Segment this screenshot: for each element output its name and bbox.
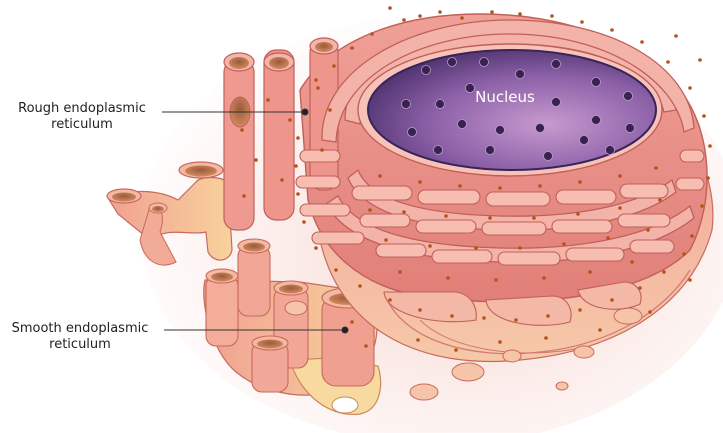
smooth-er-leader-dot — [341, 326, 349, 334]
nucleus-label: Nucleus — [475, 88, 535, 106]
smooth-er-label: Smooth endoplasmic reticulum — [0, 321, 160, 353]
smooth-er-label-line2: reticulum — [49, 337, 111, 352]
ribosomes — [240, 6, 712, 352]
nucleus — [357, 43, 663, 177]
smooth-er-label-line1: Smooth endoplasmic — [11, 321, 149, 336]
rough-er-leader-dot — [301, 108, 309, 116]
callout-lines — [162, 108, 349, 334]
smooth-er — [106, 161, 382, 416]
nuclear-pores — [401, 57, 635, 161]
rough-er-label: Rough endoplasmic reticulum — [6, 101, 158, 133]
rough-er-label-line2: reticulum — [51, 117, 113, 132]
rough-er-label-line1: Rough endoplasmic — [18, 101, 146, 116]
